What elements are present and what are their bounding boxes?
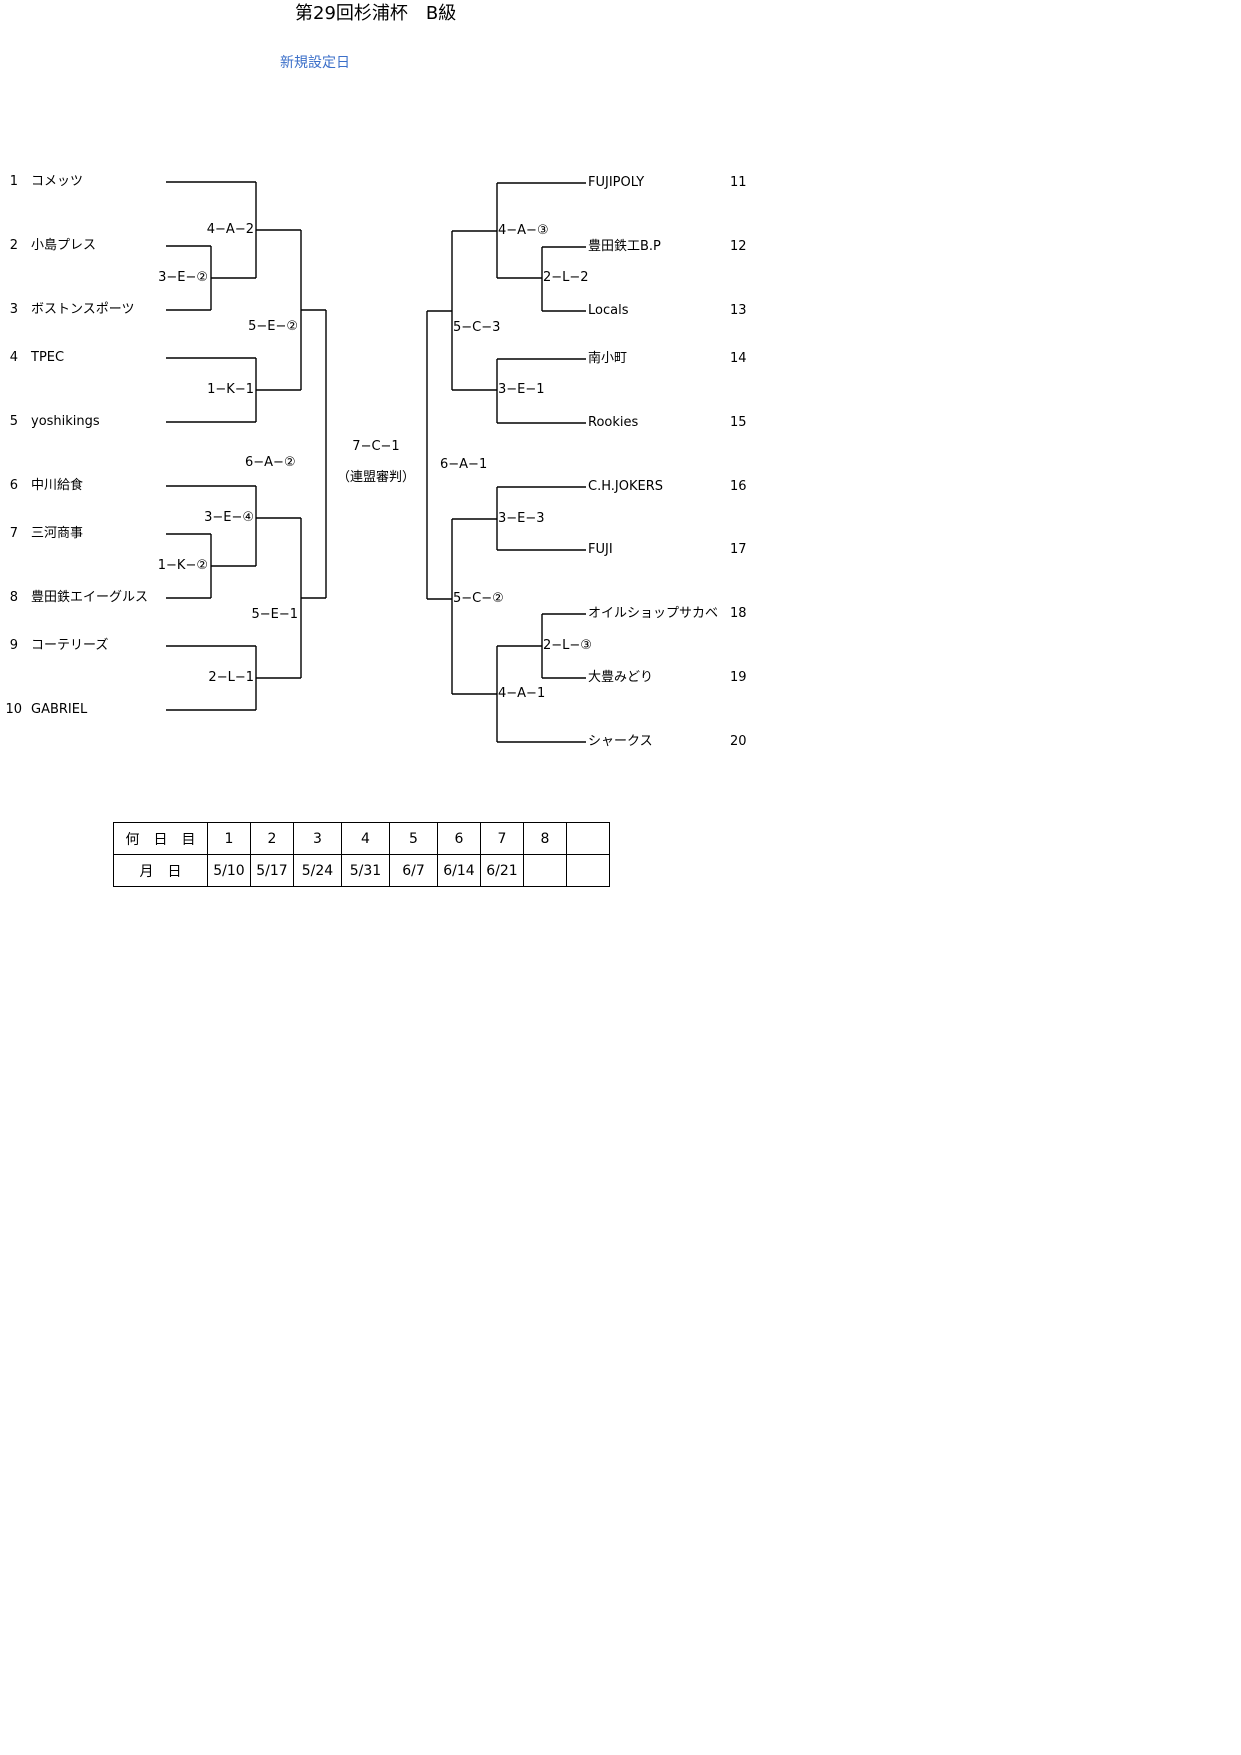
match-label: 5−E−② xyxy=(248,319,298,334)
day-cell: 2 xyxy=(250,822,294,855)
team-name: FUJI xyxy=(588,542,613,557)
team-name: 三河商事 xyxy=(31,526,84,541)
team-name: 小島プレス xyxy=(31,238,97,253)
table-row-date: 月 日 5/10 5/17 5/24 5/31 6/7 6/14 6/21 xyxy=(113,854,610,887)
date-cell: 6/21 xyxy=(480,854,524,887)
team-name: 豊田鉄エイーグルス xyxy=(31,590,149,605)
page-title: 第29回杉浦杯 B級 xyxy=(295,3,457,24)
team-name: 大豊みどり xyxy=(588,670,654,685)
team-name: GABRIEL xyxy=(31,702,88,717)
match-label: 5−C−② xyxy=(453,591,504,606)
match-label: 3−E−④ xyxy=(204,510,254,525)
team-number: 7 xyxy=(9,526,18,541)
team-name: C.H.JOKERS xyxy=(588,479,663,494)
team-name: ボストンスポーツ xyxy=(31,302,135,317)
team-name: 豊田鉄工B.P xyxy=(588,239,661,254)
team-name: コメッツ xyxy=(31,174,84,189)
team-number: 5 xyxy=(9,414,18,429)
match-label: 1−K−② xyxy=(157,558,208,573)
table-row-day: 何 日 目 1 2 3 4 5 6 7 8 xyxy=(113,822,610,855)
match-label: 1−K−1 xyxy=(207,382,254,397)
match-label: 3−E−1 xyxy=(498,382,545,397)
team-name: Rookies xyxy=(588,415,639,430)
match-label: 5−E−1 xyxy=(251,607,298,622)
right-bracket-lines xyxy=(426,182,586,743)
team-number: 2 xyxy=(9,238,18,253)
team-name: コーテリーズ xyxy=(31,638,109,653)
final-referee-note: （連盟審判） xyxy=(336,470,415,485)
day-cell: 6 xyxy=(437,822,481,855)
team-name: 南小町 xyxy=(588,351,628,366)
date-cell xyxy=(523,854,567,887)
day-cell: 7 xyxy=(480,822,524,855)
match-label: 3−E−3 xyxy=(498,511,545,526)
team-number: 3 xyxy=(9,302,18,317)
team-number: 1 xyxy=(9,174,18,189)
date-cell: 6/7 xyxy=(389,854,438,887)
match-label: 2−L−2 xyxy=(543,270,589,285)
date-cell xyxy=(566,854,610,887)
team-number: 10 xyxy=(5,702,22,717)
team-number: 18 xyxy=(730,606,747,621)
day-cell xyxy=(566,822,610,855)
team-number: 8 xyxy=(9,590,18,605)
day-cell: 5 xyxy=(389,822,438,855)
team-number: 19 xyxy=(730,670,747,685)
team-name: シャークス xyxy=(588,734,653,749)
team-number: 17 xyxy=(730,542,747,557)
day-cell: 3 xyxy=(293,822,342,855)
team-name: FUJIPOLY xyxy=(588,175,645,190)
left-bracket-lines xyxy=(166,181,327,711)
team-number: 9 xyxy=(9,638,18,653)
match-label: 5−C−3 xyxy=(453,320,501,335)
match-label: 2−L−③ xyxy=(543,638,592,653)
new-schedule-date-link[interactable]: 新規設定日 xyxy=(280,55,350,71)
match-label: 4−A−2 xyxy=(206,222,254,237)
team-number: 11 xyxy=(730,175,747,190)
date-cell: 5/10 xyxy=(207,854,251,887)
team-number: 12 xyxy=(730,239,747,254)
match-label: 6−A−1 xyxy=(440,457,488,472)
team-number: 14 xyxy=(730,351,747,366)
match-label: 3−E−② xyxy=(158,270,208,285)
schedule-table: 何 日 目 1 2 3 4 5 6 7 8 月 日 5/10 5/17 5/24… xyxy=(113,822,610,887)
match-label: 2−L−1 xyxy=(208,670,254,685)
team-number: 20 xyxy=(730,734,747,749)
team-name: yoshikings xyxy=(31,414,100,429)
team-name: 中川給食 xyxy=(31,478,84,493)
day-cell: 4 xyxy=(341,822,390,855)
day-cell: 8 xyxy=(523,822,567,855)
match-label: 4−A−1 xyxy=(498,686,546,701)
team-number: 4 xyxy=(9,350,18,365)
date-cell: 5/24 xyxy=(293,854,342,887)
row-header: 何 日 目 xyxy=(113,822,208,855)
team-number: 6 xyxy=(9,478,18,493)
team-name: オイルショップサカベ xyxy=(588,606,719,621)
team-name: Locals xyxy=(588,303,629,318)
date-cell: 5/31 xyxy=(341,854,390,887)
final-match-label: 7−C−1 xyxy=(352,439,400,454)
date-cell: 5/17 xyxy=(250,854,294,887)
row-header: 月 日 xyxy=(113,854,208,887)
day-cell: 1 xyxy=(207,822,251,855)
team-name: TPEC xyxy=(31,350,65,365)
team-number: 15 xyxy=(730,415,747,430)
match-label: 6−A−② xyxy=(245,455,296,470)
bracket-lines xyxy=(166,181,586,743)
match-label: 4−A−③ xyxy=(498,223,549,238)
date-cell: 6/14 xyxy=(437,854,481,887)
team-number: 13 xyxy=(730,303,747,318)
team-number: 16 xyxy=(730,479,747,494)
